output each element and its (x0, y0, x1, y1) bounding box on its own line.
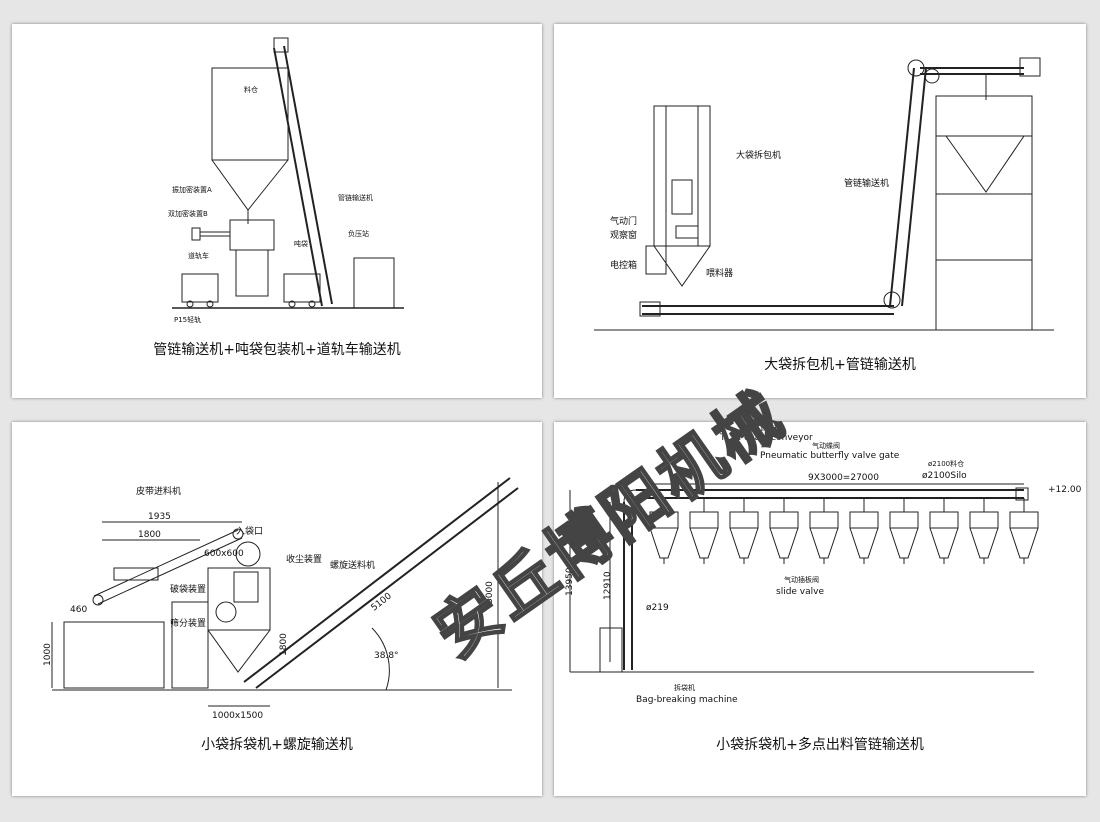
label-bag-en: Bag-breaking machine (636, 695, 738, 705)
label-silo: 料仓 (244, 85, 258, 94)
caption-big-bag: 大袋拆包机+管链输送机 (764, 357, 916, 373)
label-unpacker: 大袋拆包机 (736, 149, 781, 161)
caption-small-bag-screw: 小袋拆袋机+螺旋输送机 (201, 737, 353, 753)
label-pneumatic-door: 气动门 (610, 215, 637, 227)
dim-span: 9X3000=27000 (808, 473, 879, 483)
dim-219: ø219 (646, 603, 669, 613)
silo (649, 498, 679, 564)
caption-ton-bag: 管链输送机+吨袋包装机+道轨车输送机 (153, 342, 401, 358)
label-ton-bag: 吨袋 (294, 239, 308, 248)
label-tube-en: Tube chain conveyor (719, 433, 813, 443)
label-screw: 螺旋送料机 (330, 559, 375, 571)
dim-angle: 38.8° (374, 651, 399, 661)
dim-5100: 5100 (370, 591, 394, 613)
silo (769, 498, 799, 564)
label-device-b: 双加密装置B (168, 209, 208, 218)
panel-ton-bag-packing: 料仓 振加密装置A 双加密装置B 道轨车 P15轻轨 吨袋 管链输送机 负压站 … (12, 24, 542, 398)
label-rail-car: 道轨车 (188, 251, 209, 260)
ton-bag-diagram: 料仓 振加密装置A 双加密装置B 道轨车 P15轻轨 吨袋 管链输送机 负压站 (168, 37, 404, 324)
label-slide-en: slide valve (776, 587, 824, 597)
label-p15: P15轻轨 (174, 315, 201, 324)
label-silo-cn: ø2100料仓 (928, 459, 964, 468)
label-conveyor-2: 管链输送机 (844, 177, 889, 189)
label-slide-cn: 气动插板阀 (784, 575, 819, 584)
label-device-a: 振加密装置A (172, 185, 212, 194)
silo (969, 498, 999, 564)
dim-1000: 1000 (43, 643, 53, 666)
label-valve-cn: 气动蝶阀 (812, 441, 840, 450)
label-bag-cn: 拆袋机 (674, 683, 695, 692)
label-valve-en: Pneumatic butterfly valve gate (760, 451, 900, 461)
dim-13950: 13950 (565, 567, 575, 596)
label-conveyor: 管链输送机 (338, 193, 373, 202)
silo (929, 498, 959, 564)
silo (809, 498, 839, 564)
label-silo-en: ø2100Silo (922, 471, 967, 481)
dim-460: 460 (70, 605, 87, 615)
multipoint-conveyor-diagram: 管链机 Tube chain conveyor 气动蝶阀 Pneumatic b… (565, 423, 1082, 705)
caption-multipoint: 小袋拆袋机+多点出料管链输送机 (716, 737, 924, 753)
silo (729, 498, 759, 564)
dim-1800: 1800 (138, 530, 161, 540)
silo (849, 498, 879, 564)
label-bag-inlet: 入袋口 (236, 525, 263, 537)
label-window: 观察窗 (610, 229, 637, 241)
silo-row (649, 498, 1039, 564)
small-bag-screw-diagram: 皮带进料机 入袋口 收尘装置 破袋装置 筛分装置 螺旋送料机 1935 1800… (43, 477, 519, 721)
label-tube-cn: 管链机 (760, 423, 781, 432)
panel-big-bag-unpacker: 大袋拆包机 气动门 观察窗 电控箱 喂料器 管链输送机 大袋拆包机+管链输送机 (554, 24, 1086, 398)
label-weight: 负压站 (348, 229, 369, 238)
dim-600: 600x600 (204, 549, 244, 559)
dim-3000: 3000 (485, 581, 495, 604)
label-sieve: 筛分装置 (170, 617, 206, 629)
dim-1800-vertical: 1800 (279, 633, 289, 656)
panel-multipoint-conveyor: 管链机 Tube chain conveyor 气动蝶阀 Pneumatic b… (554, 422, 1086, 796)
label-feeder: 喂料器 (706, 267, 733, 279)
label-collector: 收尘装置 (286, 553, 322, 565)
dim-1000x1500: 1000x1500 (212, 711, 263, 721)
big-bag-diagram: 大袋拆包机 气动门 观察窗 电控箱 喂料器 管链输送机 (594, 57, 1054, 331)
dim-1935: 1935 (148, 512, 171, 522)
panel-small-bag-screw: 皮带进料机 入袋口 收尘装置 破袋装置 筛分装置 螺旋送料机 1935 1800… (12, 422, 542, 796)
label-breaker: 破袋装置 (170, 583, 206, 595)
dim-12910: 12910 (603, 571, 613, 600)
dim-elevation: +12.00 (1048, 485, 1082, 495)
label-control-box: 电控箱 (610, 259, 637, 271)
silo (689, 498, 719, 564)
silo (889, 498, 919, 564)
label-belt: 皮带进料机 (136, 485, 181, 497)
silo (1009, 498, 1039, 564)
